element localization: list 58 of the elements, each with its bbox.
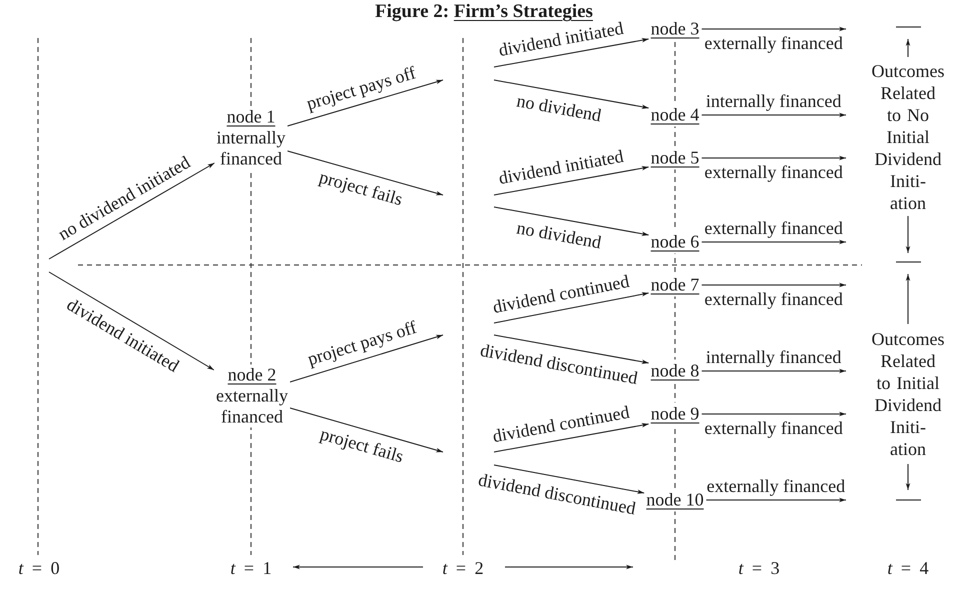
branch-arrow bbox=[494, 166, 650, 196]
node-caption: externally financed bbox=[216, 386, 288, 428]
time-label: t = 3 bbox=[738, 558, 780, 578]
edge-label: dividend discontinued bbox=[476, 470, 638, 518]
edge-label: dividend initiated bbox=[496, 146, 625, 187]
branch-arrow bbox=[289, 334, 444, 382]
bracket-label: Outcomes Related to Initial Dividend Initi- ation bbox=[872, 328, 944, 460]
branch-arrow bbox=[705, 498, 846, 502]
edge-label: externally financed bbox=[706, 477, 846, 495]
time-label: t = 4 bbox=[887, 558, 929, 578]
edge-label: externally financed bbox=[704, 34, 843, 52]
time-label: t = 2 bbox=[442, 558, 484, 578]
branch-arrow bbox=[700, 368, 846, 374]
node-label: node 1 bbox=[226, 106, 276, 128]
branch-arrow bbox=[494, 206, 650, 236]
node-label: node 2 bbox=[228, 364, 276, 386]
branch-arrow bbox=[700, 112, 846, 118]
edge-label: no dividend bbox=[516, 92, 603, 125]
branch-arrow bbox=[48, 162, 215, 260]
figure-title: Figure 2: Firm’s Strategies bbox=[375, 1, 593, 22]
edge-label: dividend continued bbox=[490, 272, 630, 316]
time-label: t = 1 bbox=[230, 558, 272, 578]
branch-arrow bbox=[48, 272, 215, 370]
edge-label: externally financed bbox=[704, 219, 843, 237]
edge-label: externally financed bbox=[704, 163, 843, 181]
edge-label: no dividend bbox=[516, 218, 603, 252]
edge-label: dividend continued bbox=[491, 402, 631, 445]
branch-arrow bbox=[700, 282, 846, 288]
node-caption: internally financed bbox=[216, 128, 286, 170]
branch-arrow bbox=[494, 80, 650, 109]
edge-label: project fails bbox=[318, 424, 406, 466]
edge-label: externally financed bbox=[704, 419, 843, 437]
edge-label: project pays off bbox=[304, 63, 418, 112]
branch-arrow bbox=[700, 26, 846, 32]
edge-label: internally financed bbox=[706, 348, 842, 366]
time-label: t = 0 bbox=[18, 558, 60, 578]
node-label: node 4 bbox=[648, 104, 702, 126]
edge-label: internally financed bbox=[706, 92, 842, 110]
branch-arrow bbox=[494, 292, 650, 324]
branch-arrow bbox=[287, 150, 444, 196]
branch-arrow bbox=[494, 38, 650, 68]
node-label: node 7 bbox=[648, 274, 702, 296]
node-label: node 6 bbox=[648, 230, 702, 254]
edge-label: project pays off bbox=[305, 318, 418, 368]
branch-arrow bbox=[494, 334, 650, 364]
node-label: node 8 bbox=[648, 360, 702, 382]
edge-label: project fails bbox=[317, 168, 404, 209]
branch-arrow bbox=[494, 423, 650, 452]
bracket-label: Outcomes Related to No Initial Dividend Initi- ation bbox=[872, 60, 944, 214]
branch-arrow bbox=[700, 240, 846, 244]
branch-arrow bbox=[700, 156, 846, 160]
branch-arrow bbox=[289, 408, 444, 452]
branch-arrow bbox=[287, 80, 444, 126]
edge-label: externally financed bbox=[704, 290, 843, 308]
edge-label: dividend discontinued bbox=[479, 341, 640, 388]
node-label: node 9 bbox=[648, 402, 702, 426]
branch-arrow bbox=[494, 464, 645, 494]
branch-arrow bbox=[700, 412, 846, 416]
